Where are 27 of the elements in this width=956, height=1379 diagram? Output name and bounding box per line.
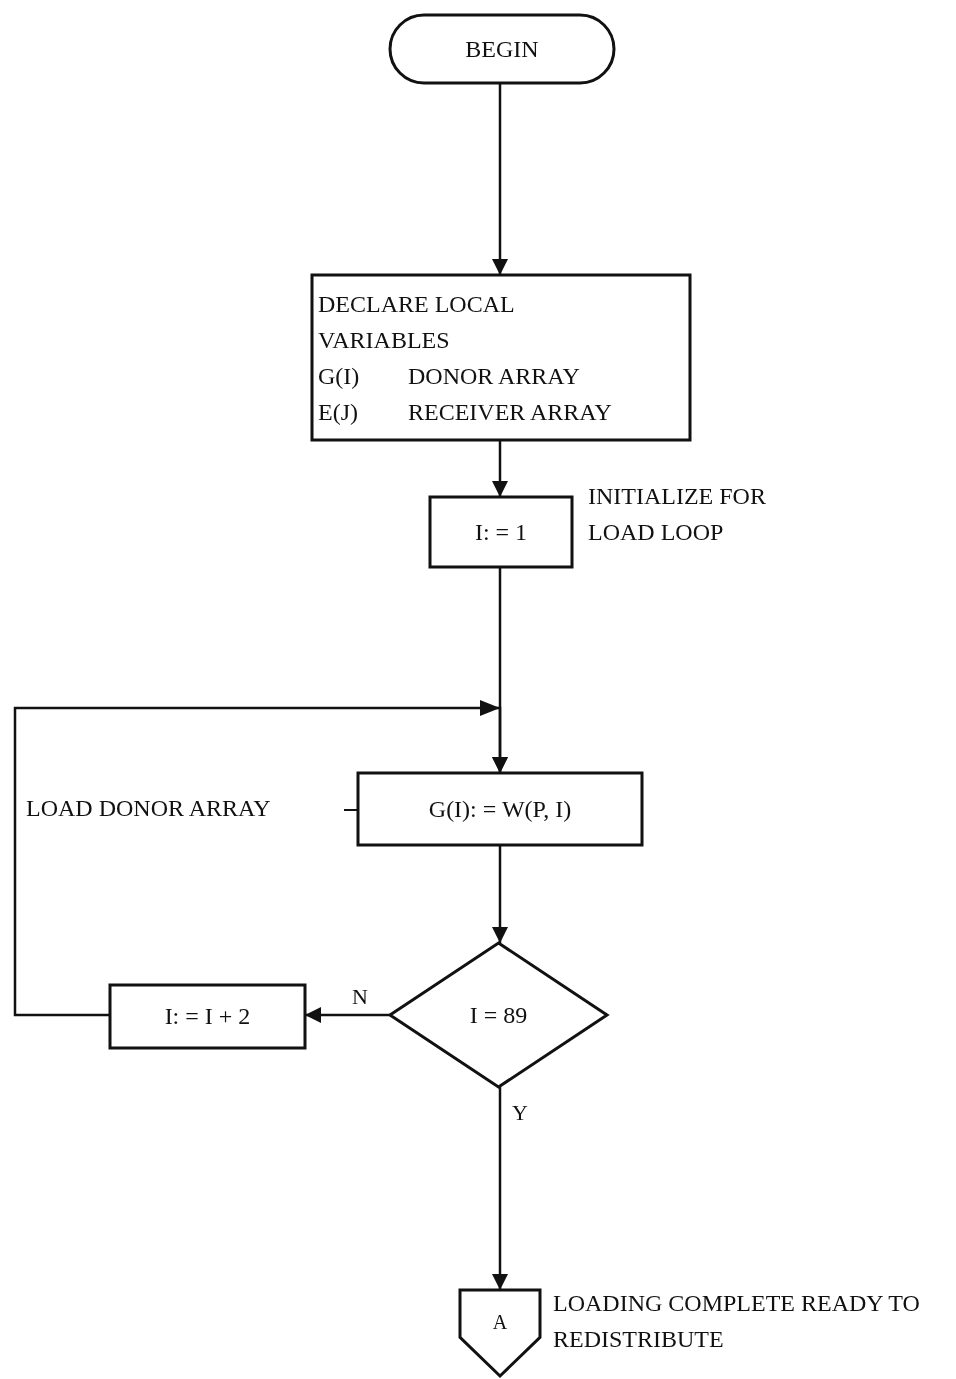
node-text: DONOR ARRAY — [408, 361, 581, 391]
node-text: DECLARE LOCAL VARIABLES — [318, 289, 515, 355]
process-box — [356, 771, 644, 847]
process-box — [428, 495, 574, 569]
off-page-connector — [458, 1288, 542, 1379]
node-text: G(I) — [318, 361, 361, 391]
arrow — [492, 1087, 508, 1290]
node-text: G(I): = W(P, I) — [428, 795, 572, 823]
node-text: E(J) — [318, 397, 359, 427]
arrow — [13, 706, 508, 1017]
annotation-text: LOAD DONOR ARRAY — [26, 794, 271, 823]
node-text: A — [492, 1310, 508, 1334]
process-box — [310, 273, 692, 442]
node-text: I = 89 — [469, 1001, 528, 1029]
annotation-text: INITIALIZE FOR LOAD LOOP — [588, 482, 767, 547]
node-text: I: = I + 2 — [164, 1003, 251, 1030]
node-text: RECEIVER ARRAY — [408, 397, 612, 427]
process-box — [108, 983, 307, 1050]
arrow — [492, 440, 508, 497]
annotation-text: LOADING COMPLETE READY TO REDISTRIBUTE — [553, 1289, 921, 1354]
decision-diamond — [387, 941, 610, 1089]
arrow — [305, 1007, 390, 1023]
terminator-shape — [388, 13, 616, 85]
arrow — [492, 845, 508, 943]
arrow — [492, 83, 508, 275]
node-text: I: = 1 — [474, 518, 528, 546]
node-text: BEGIN — [465, 35, 539, 63]
